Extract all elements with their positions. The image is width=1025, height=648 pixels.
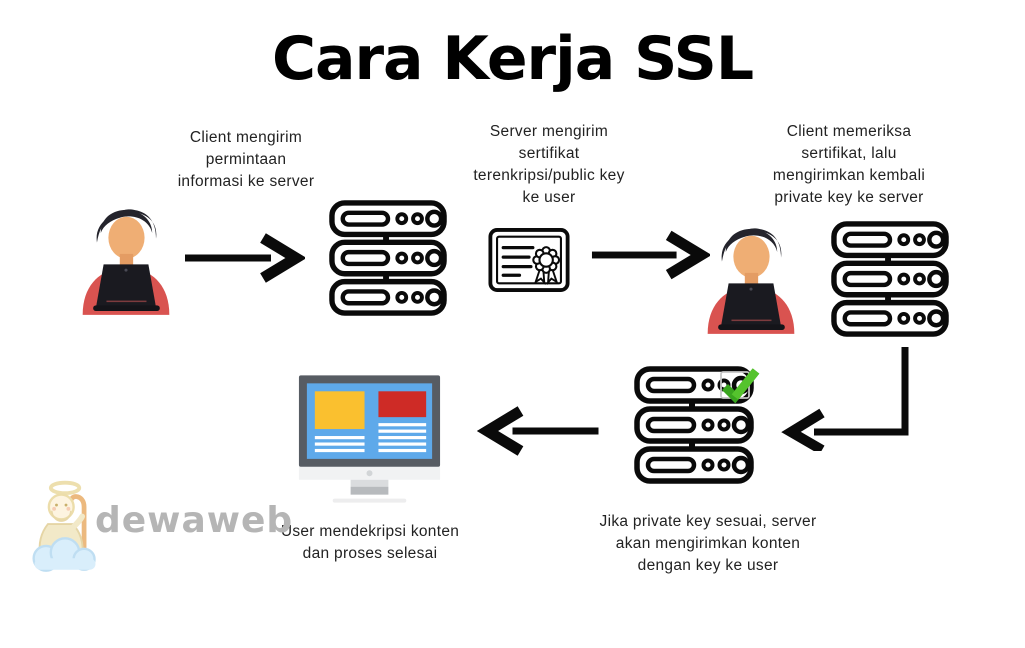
face (108, 216, 145, 259)
mascot-head (47, 493, 75, 521)
cloud (32, 537, 96, 572)
hair-fringe (100, 209, 153, 233)
brand-logo-text: dewaweb (95, 500, 294, 541)
arrow-right-icon (591, 230, 710, 280)
neck (119, 253, 134, 266)
laptop-base (93, 305, 160, 312)
monitor-stand-top (350, 479, 389, 487)
face (733, 235, 770, 278)
arrow-down-left-icon (781, 347, 909, 451)
laptop-lid (721, 283, 781, 327)
dewaweb-mascot-icon (32, 480, 96, 572)
caption-step1: Client mengirim permintaan informasi ke … (177, 129, 315, 190)
screen-text-lines (314, 423, 427, 453)
laptop-base (718, 324, 785, 331)
hair-fringe (725, 228, 778, 252)
person-laptop-icon (707, 228, 795, 334)
yellow-panel (314, 391, 365, 430)
caption-step5: User mendekripsi konten dan proses seles… (280, 523, 460, 562)
laptop-logo (124, 268, 128, 272)
caption-step4: Jika private key sesuai, server akan men… (599, 513, 817, 574)
page-title: Cara Kerja SSL (271, 24, 754, 94)
arrow-right-icon (185, 233, 305, 283)
halo (48, 480, 82, 496)
laptop-highlight (106, 300, 147, 303)
person-laptop-icon (82, 209, 170, 315)
mascot-beard (51, 510, 72, 522)
mascot-arm (67, 513, 86, 533)
monitor-button (366, 470, 373, 477)
monitor-shadow (332, 498, 407, 503)
rosette (532, 246, 561, 286)
caption-step3: Client memeriksa sertifikat, lalu mengir… (772, 123, 926, 206)
server-rack-icon (329, 200, 447, 316)
green-checkmark-icon (720, 368, 760, 404)
desktop-monitor-icon (298, 375, 441, 503)
monitor-stand-base (350, 486, 389, 495)
red-panel (378, 391, 427, 418)
ssl-certificate-icon (488, 228, 570, 292)
neck (744, 272, 759, 285)
server-rack-icon (831, 221, 949, 337)
laptop-logo (749, 287, 753, 291)
laptop-lid (96, 264, 156, 308)
laptop-highlight (731, 319, 772, 322)
caption-step2: Server mengirim sertifikat terenkripsi/p… (473, 123, 625, 206)
server-rack-icon (634, 366, 754, 484)
arrow-left-icon (477, 406, 599, 456)
